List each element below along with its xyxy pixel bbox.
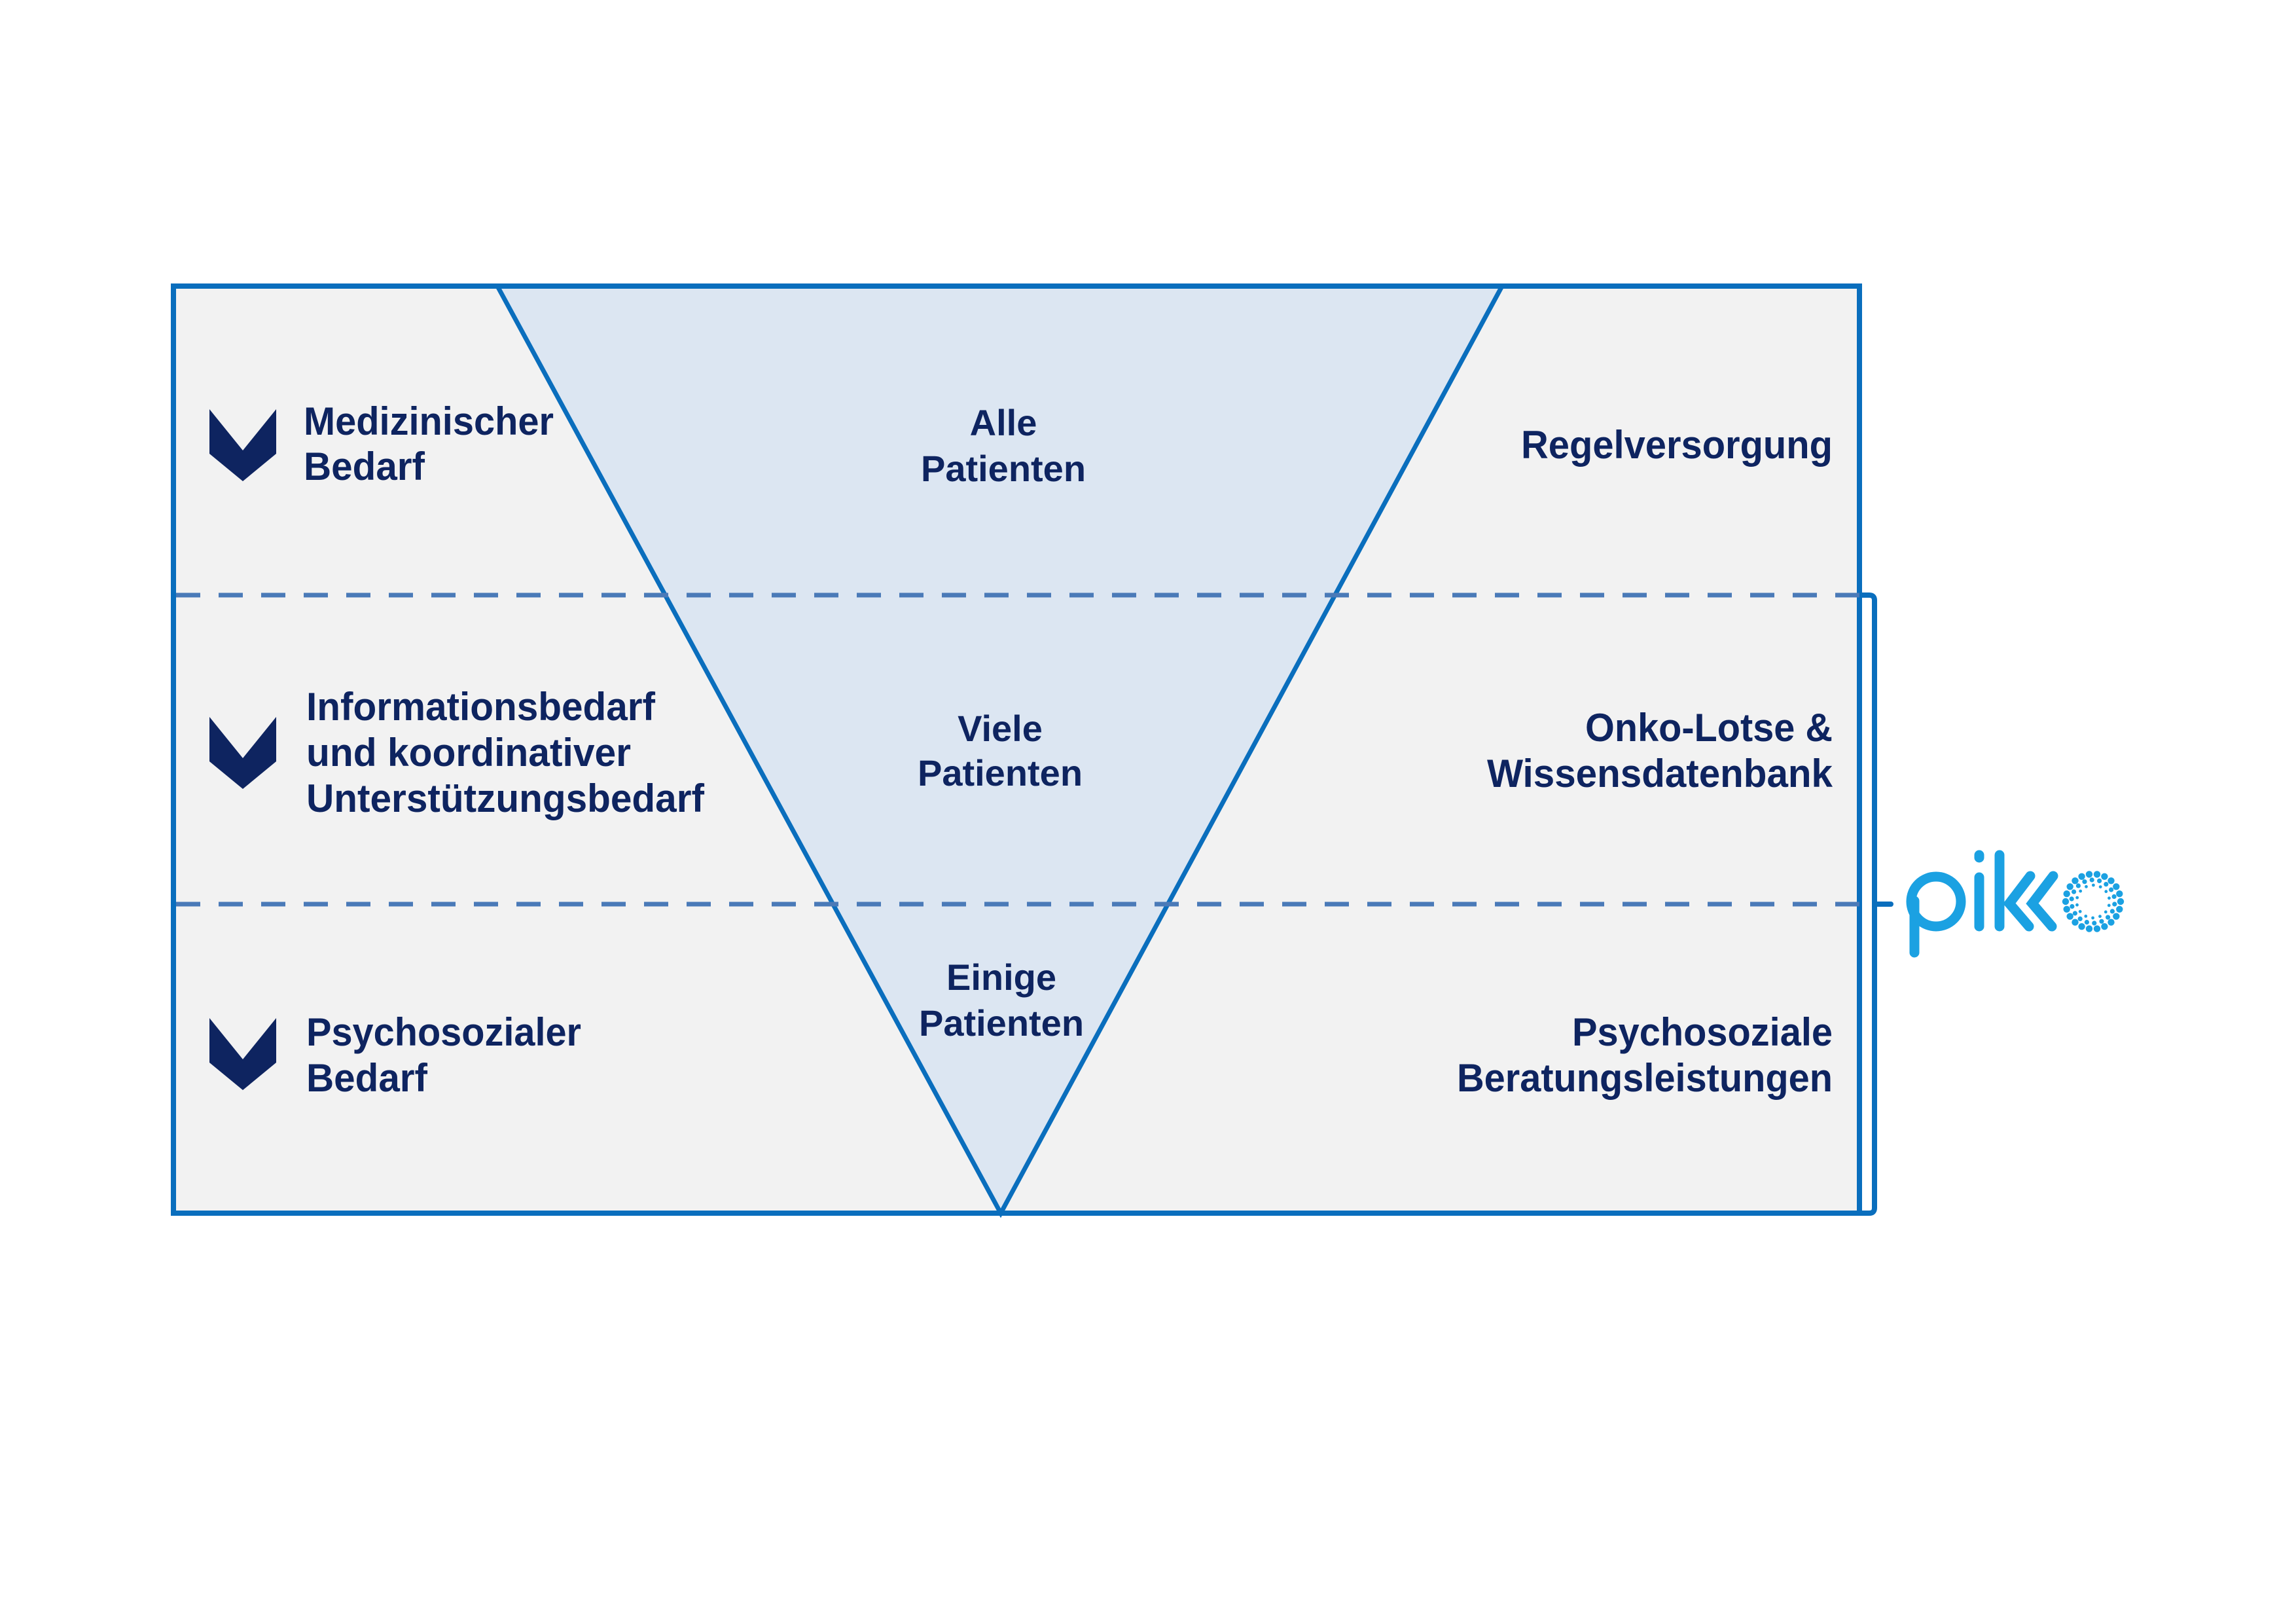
logo-ring-dot: [2066, 883, 2073, 890]
logo-ring-dot: [2092, 883, 2095, 887]
logo-ring-dot: [2113, 883, 2120, 890]
chevron-down-icon: [209, 1018, 276, 1090]
logo-ring-dot: [2093, 871, 2101, 878]
need-label-information-line3: Unterstützungsbedarf: [306, 776, 705, 820]
need-label-psychosocial: Psychosozialer: [306, 1010, 581, 1054]
logo-ring-dot: [2091, 916, 2095, 920]
logo-ring-dot: [2075, 883, 2081, 888]
pikko-logo-letter-k2: [2026, 871, 2058, 932]
pikko-logo: [1906, 850, 2058, 958]
logo-ring-dot: [2098, 915, 2102, 919]
logo-ring-dot: [2062, 898, 2070, 905]
logo-ring-dot: [2116, 905, 2123, 913]
logo-ring-dot: [2092, 921, 2097, 926]
logo-ring-dot: [2109, 887, 2114, 892]
diagram-frame-outline: [171, 283, 1862, 1216]
reach-label-some: Einige: [946, 957, 1056, 998]
logo-ring-dot: [2078, 923, 2085, 930]
pikko-logo-letter-p-bowl: [1906, 871, 1966, 932]
logo-ring-dot: [2101, 873, 2108, 881]
logo-ring-dot: [2069, 896, 2074, 902]
chevron-down-icon: [209, 409, 276, 481]
logo-ring-dot: [2093, 925, 2101, 932]
need-label-medical-line2: Bedarf: [304, 445, 425, 488]
logo-ring-dot: [2070, 903, 2075, 909]
logo-ring-dot: [2072, 919, 2079, 926]
logo-ring-dot: [2112, 902, 2117, 907]
logo-ring-dot: [2078, 873, 2085, 881]
pikko-logo-letter-k-arms: [2003, 871, 2036, 932]
logo-ring-dot: [2072, 911, 2077, 916]
logo-ring-dot: [2104, 890, 2108, 894]
logo-ring-dot: [2116, 890, 2123, 898]
logo-ring-dot: [2109, 909, 2115, 914]
logo-ring-dot: [2085, 925, 2093, 932]
logo-ring-dot: [2101, 923, 2108, 930]
service-label-psychosocial: Psychosoziale: [1572, 1010, 1833, 1054]
logo-ring-dot: [2085, 871, 2093, 878]
logo-ring-dot: [2075, 903, 2079, 907]
service-label-onko-lotse: Onko-Lotse &: [1585, 706, 1833, 750]
logo-ring-dot: [2079, 889, 2083, 893]
logo-ring-dot: [2108, 896, 2111, 900]
need-label-medical: Medizinischer: [304, 399, 554, 443]
logo-ring-dot: [2084, 920, 2089, 925]
logo-ring-dot: [2106, 915, 2111, 920]
chevron-down-icon: [209, 717, 276, 789]
logo-ring-dot: [2108, 919, 2115, 926]
logo-ring-dot: [2111, 894, 2117, 900]
logo-ring-dot: [2108, 877, 2115, 884]
reach-label-some-line2: Patienten: [919, 1002, 1084, 1044]
logo-ring-dot: [2075, 896, 2079, 900]
reach-label-many-line2: Patienten: [918, 752, 1083, 793]
need-label-psychosocial-line2: Bedarf: [306, 1056, 428, 1100]
service-label-psychosocial-line2: Beratungsleistungen: [1457, 1056, 1833, 1100]
logo-ring-dot: [2107, 903, 2111, 907]
logo-ring-dot: [2077, 916, 2083, 921]
logo-ring-dot: [2085, 884, 2088, 888]
service-label-onko-lotse-line2: Wissensdatenbank: [1487, 752, 1833, 795]
logo-ring-dot: [2113, 913, 2120, 920]
reach-label-all: Alle: [970, 402, 1037, 443]
logo-ring-dot: [2082, 879, 2087, 884]
logo-ring-dot: [2078, 909, 2082, 913]
logo-ring-dot: [2063, 905, 2070, 913]
need-label-information: Informationsbedarf: [306, 685, 656, 729]
logo-ring-dot: [2104, 910, 2108, 914]
logo-ring-dot: [2084, 915, 2088, 918]
logo-ring-dot: [2066, 913, 2073, 920]
logo-ring-dot: [2098, 885, 2102, 888]
logo-ring-dot: [2117, 898, 2125, 905]
logo-ring-dot: [2063, 890, 2070, 898]
logo-ring-dot: [2099, 919, 2104, 924]
dotted-ring-icon: [2062, 871, 2125, 932]
need-label-information-line2: und koordinativer: [306, 731, 631, 775]
logo-ring-dot: [2104, 882, 2109, 887]
reach-label-all-line2: Patienten: [921, 448, 1086, 489]
logo-ring-dot: [2072, 889, 2077, 894]
service-label-standard-care: Regelversorgung: [1521, 423, 1833, 467]
logo-ring-dot: [2072, 877, 2079, 884]
logo-ring-dot: [2097, 878, 2102, 883]
logo-ring-dot: [2089, 877, 2094, 883]
reach-label-many: Viele: [958, 708, 1043, 749]
